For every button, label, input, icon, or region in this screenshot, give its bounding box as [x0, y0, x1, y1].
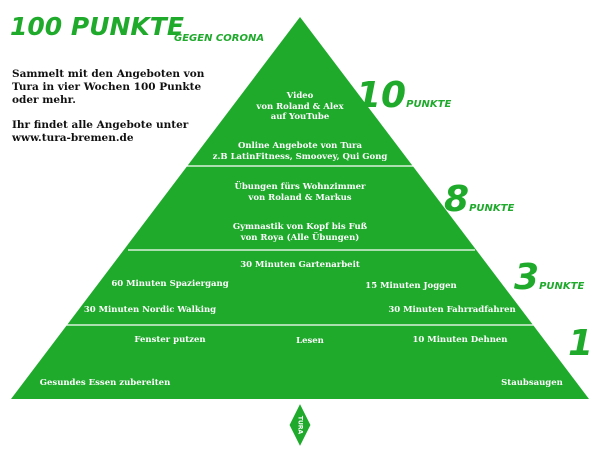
tier-10-points: 10PUNKTE — [356, 78, 451, 114]
logo-text: TURA — [297, 416, 304, 435]
tier-10-item-2: Online Angebote von Tura z.B LatinFitnes… — [212, 141, 388, 162]
tier-3-item-1: 30 Minuten Gartenarbeit — [240, 260, 360, 270]
tier-1-points: 1 — [568, 326, 593, 362]
tier-3-item-4: 30 Minuten Nordic Walking — [83, 305, 217, 315]
tier-1-item-4: Gesundes Essen zubereiten — [39, 378, 171, 388]
tura-logo-icon: TURA — [288, 402, 312, 448]
tier-8-item-2: Gymnastik von Kopf bis Fuß von Roya (All… — [232, 222, 368, 243]
tier-8-item-1: Übungen fürs Wohnzimmer von Roland & Mar… — [234, 182, 366, 203]
tier-1-points-value: 1 — [568, 323, 594, 364]
tier-1-item-3: 10 Minuten Dehnen — [412, 335, 508, 345]
tier-1-item-1: Fenster putzen — [134, 335, 206, 345]
tier-10-item-1: Video von Roland & Alex auf YouTube — [256, 91, 344, 122]
intro-line-2: Ihr findet alle Angebote unter www.tura-… — [12, 119, 189, 144]
tier-8-points-value: 8 — [444, 179, 470, 220]
tier-10-points-value: 10 — [356, 75, 407, 116]
page-subtitle: GEGEN CORONA — [174, 33, 265, 44]
tier-1-item-5: Staubsaugen — [501, 378, 563, 388]
intro-line-1: Sammelt mit den Angeboten von Tura in vi… — [12, 68, 205, 106]
tier-3-points-word: PUNKTE — [539, 281, 585, 292]
pyramid-triangle — [11, 17, 589, 399]
tier-3-item-2: 60 Minuten Spaziergang — [111, 279, 229, 289]
tier-8-points-word: PUNKTE — [469, 203, 515, 214]
tier-3-item-3: 15 Minuten Joggen — [365, 281, 457, 291]
tier-3-item-5: 30 Minuten Fahrradfahren — [388, 305, 516, 315]
tier-10-points-word: PUNKTE — [406, 99, 452, 110]
tier-1-item-2: Lesen — [296, 336, 324, 346]
tier-8-points: 8PUNKTE — [444, 182, 514, 218]
tier-3-points: 3PUNKTE — [514, 260, 584, 296]
page-title: 100 PUNKTE — [10, 12, 184, 41]
intro-text: Sammelt mit den Angeboten von Tura in vi… — [12, 68, 212, 157]
tier-3-points-value: 3 — [514, 257, 540, 298]
